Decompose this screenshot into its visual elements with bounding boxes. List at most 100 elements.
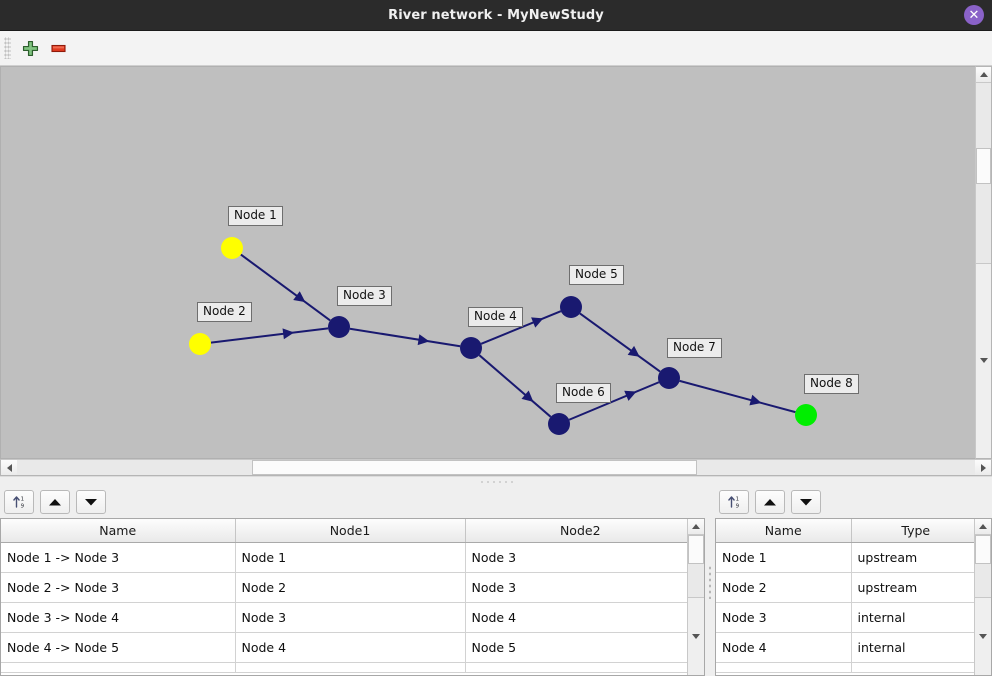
graph-edge[interactable] <box>349 327 461 348</box>
table-cell[interactable]: Node 1 <box>235 542 466 573</box>
table-cell[interactable]: Node 5 <box>465 632 687 663</box>
node-label[interactable]: Node 7 <box>667 338 722 358</box>
graph-node[interactable] <box>795 404 817 426</box>
node-vscroll-track[interactable] <box>975 535 991 597</box>
scroll-up-button[interactable] <box>976 67 991 83</box>
node-label[interactable]: Node 4 <box>468 307 523 327</box>
network-canvas[interactable]: Node 1 Node 2 Node 3 Node 4 Node 5 Node 6 Node… <box>0 66 975 459</box>
graph-node[interactable] <box>328 316 350 338</box>
table-cell[interactable]: Node 3 <box>235 602 466 633</box>
scroll-down-button[interactable] <box>976 262 991 458</box>
node-label[interactable]: Node 5 <box>569 265 624 285</box>
graph-node[interactable] <box>658 367 680 389</box>
vertical-splitter[interactable] <box>705 487 715 676</box>
remove-node-button[interactable] <box>44 34 72 62</box>
table-cell[interactable] <box>1 662 236 673</box>
table-cell[interactable]: Node 3 -> Node 4 <box>1 602 236 633</box>
table-cell[interactable]: Node 3 <box>716 602 852 633</box>
branch-column-header[interactable]: Node2 <box>465 519 687 543</box>
node-label[interactable]: Node 3 <box>337 286 392 306</box>
branch-vscroll-thumb[interactable] <box>688 535 704 564</box>
table-cell[interactable] <box>235 662 466 673</box>
table-cell[interactable]: Node 3 <box>465 572 687 603</box>
vscroll-track[interactable] <box>976 83 991 263</box>
node-label[interactable]: Node 8 <box>804 374 859 394</box>
graph-edge[interactable] <box>478 354 552 418</box>
table-cell[interactable] <box>465 662 687 673</box>
node-column-header[interactable]: Name <box>716 519 852 543</box>
vscroll-thumb[interactable] <box>976 147 991 184</box>
table-cell[interactable]: Node 1 -> Node 3 <box>1 542 236 573</box>
toolbar-grip[interactable] <box>4 37 11 59</box>
branch-move-down-button[interactable] <box>76 489 106 514</box>
hscroll-track[interactable] <box>17 460 975 475</box>
table-cell[interactable]: Node 2 -> Node 3 <box>1 572 236 603</box>
table-cell[interactable]: Node 4 <box>465 602 687 633</box>
node-sort-button[interactable]: 1 9 <box>719 489 749 514</box>
table-cell[interactable]: Node 1 <box>716 542 852 573</box>
branch-move-up-button[interactable] <box>40 489 70 514</box>
graph-edge[interactable] <box>240 253 331 322</box>
table-row[interactable] <box>1 662 687 673</box>
branch-sort-button[interactable]: 1 9 <box>4 489 34 514</box>
branch-table-vertical-scrollbar[interactable] <box>687 519 704 675</box>
node-scroll-up-button[interactable] <box>975 519 991 535</box>
node-column-header[interactable]: Type <box>851 519 974 543</box>
canvas-horizontal-scrollbar[interactable] <box>0 459 992 476</box>
graph-node[interactable] <box>560 296 582 318</box>
graph-edge[interactable] <box>679 379 796 414</box>
graph-node[interactable] <box>548 413 570 435</box>
branch-scroll-up-button[interactable] <box>688 519 704 535</box>
node-label[interactable]: Node 1 <box>228 206 283 226</box>
graph-edge[interactable] <box>579 312 661 373</box>
hscroll-thumb[interactable] <box>251 460 698 475</box>
table-cell[interactable]: Node 3 <box>465 542 687 573</box>
table-cell[interactable]: Node 4 <box>716 632 852 663</box>
graph-node[interactable] <box>221 237 243 259</box>
node-label[interactable]: Node 2 <box>197 302 252 322</box>
node-scroll-down-button[interactable] <box>975 597 991 675</box>
branch-scroll-down-button[interactable] <box>688 597 704 675</box>
branch-vscroll-track[interactable] <box>688 535 704 597</box>
node-vscroll-thumb[interactable] <box>975 535 991 564</box>
node-move-up-button[interactable] <box>755 489 785 514</box>
canvas-vertical-scrollbar[interactable] <box>975 66 992 459</box>
node-table-vertical-scrollbar[interactable] <box>974 519 991 675</box>
graph-edge[interactable] <box>568 381 660 421</box>
branch-column-header[interactable]: Name <box>1 519 236 543</box>
close-icon[interactable]: ✕ <box>964 5 984 25</box>
node-move-down-button[interactable] <box>791 489 821 514</box>
table-cell[interactable]: Node 4 <box>235 632 466 663</box>
graph-node[interactable] <box>460 337 482 359</box>
graph-edge[interactable] <box>480 310 562 345</box>
branch-column-header[interactable]: Node1 <box>235 519 466 543</box>
table-cell[interactable]: internal <box>851 632 974 663</box>
table-cell[interactable]: Node 4 -> Node 5 <box>1 632 236 663</box>
graph-edge[interactable] <box>210 327 329 344</box>
table-cell[interactable] <box>851 662 974 673</box>
add-node-button[interactable] <box>16 34 44 62</box>
graph-node[interactable] <box>189 333 211 355</box>
edge-arrowhead-icon <box>293 291 306 303</box>
table-row[interactable] <box>716 662 974 673</box>
node-label[interactable]: Node 6 <box>556 383 611 403</box>
table-cell[interactable]: Node 2 <box>235 572 466 603</box>
scroll-right-button[interactable] <box>975 460 991 475</box>
table-cell[interactable]: Node 2 <box>716 572 852 603</box>
table-cell[interactable] <box>716 662 852 673</box>
table-cell[interactable]: internal <box>851 602 974 633</box>
scroll-left-button[interactable] <box>1 460 17 475</box>
table-cell[interactable]: upstream <box>851 542 974 573</box>
horizontal-splitter[interactable] <box>0 476 992 487</box>
table-cell[interactable]: upstream <box>851 572 974 603</box>
